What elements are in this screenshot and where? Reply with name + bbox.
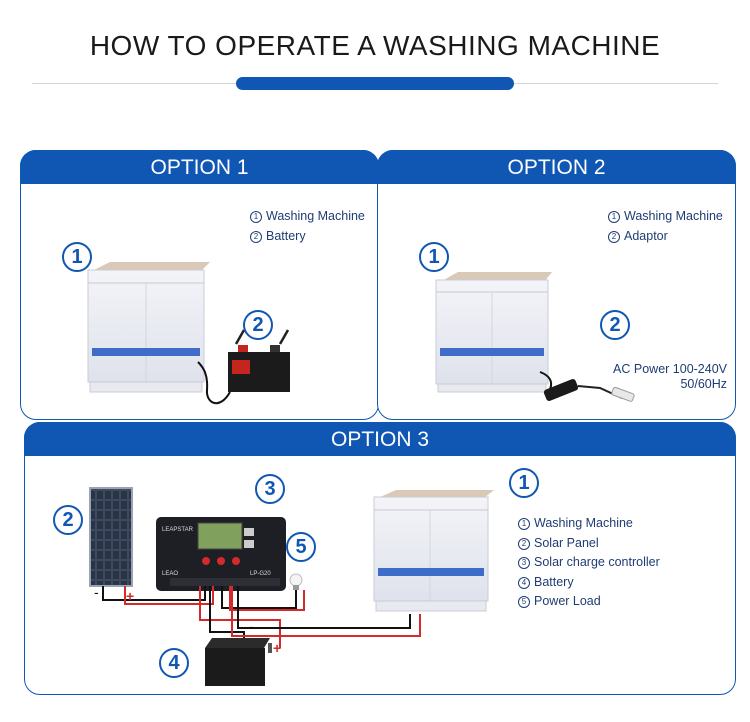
charge-controller-image: LEAPSTAR LP-G20 LEAO bbox=[156, 517, 286, 591]
bulb-image bbox=[289, 573, 303, 590]
option1-tab: OPTION 1 bbox=[20, 150, 379, 184]
ac-power-label: AC Power 100-240V 50/60Hz bbox=[580, 362, 727, 392]
callout-2-option3: 2 bbox=[53, 505, 83, 535]
adaptor-image bbox=[539, 371, 635, 402]
callout-1-option3: 1 bbox=[509, 468, 539, 498]
option3-tab: OPTION 3 bbox=[24, 422, 736, 456]
ac-power-line1: AC Power 100-240V bbox=[613, 362, 727, 376]
controller-logo: LEAO bbox=[162, 571, 178, 577]
battery-image-3 bbox=[205, 638, 272, 686]
ac-power-line2: 50/60Hz bbox=[680, 377, 727, 391]
callout-1-option1: 1 bbox=[62, 242, 92, 272]
wiring: - + + - bbox=[94, 584, 421, 656]
washing-machine-image-1 bbox=[87, 262, 210, 393]
option2-tab: OPTION 2 bbox=[377, 150, 736, 184]
divider-accent bbox=[236, 77, 514, 90]
controller-brand: LEAPSTAR bbox=[162, 527, 194, 533]
washing-machine-image-2 bbox=[435, 272, 552, 393]
svg-text:-: - bbox=[249, 618, 254, 634]
svg-text:+: + bbox=[126, 588, 134, 604]
callout-2-option1: 2 bbox=[243, 310, 273, 340]
svg-text:+: + bbox=[273, 640, 281, 656]
washing-machine-image-3 bbox=[373, 490, 494, 612]
callout-1-option2: 1 bbox=[419, 242, 449, 272]
controller-model: LP-G20 bbox=[250, 571, 271, 577]
callout-2-option2: 2 bbox=[600, 310, 630, 340]
solar-panel-image bbox=[89, 487, 133, 587]
callout-3-option3: 3 bbox=[255, 474, 285, 504]
callout-5-option3: 5 bbox=[286, 532, 316, 562]
page-title: HOW TO OPERATE A WASHING MACHINE bbox=[89, 30, 661, 61]
battery-image-1 bbox=[197, 329, 290, 404]
svg-text:-: - bbox=[94, 584, 99, 600]
callout-4-option3: 4 bbox=[159, 648, 189, 678]
